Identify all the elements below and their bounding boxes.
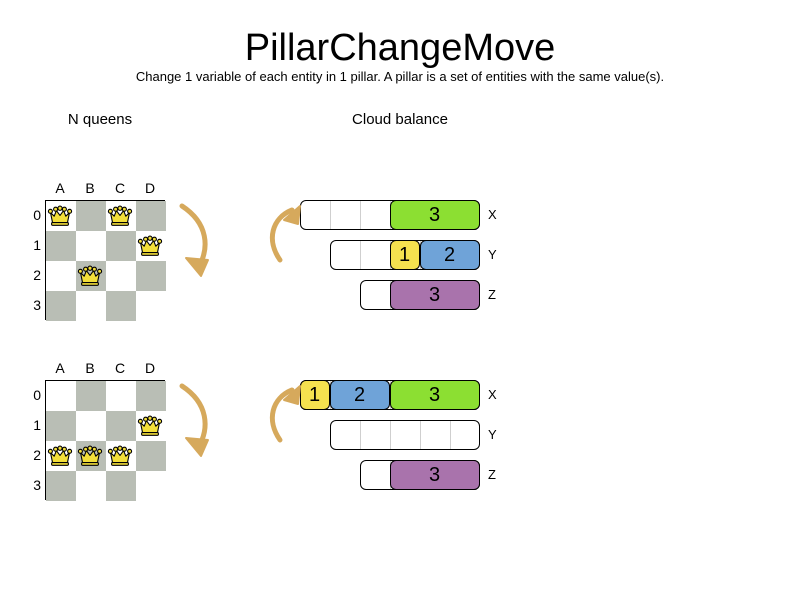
board-rank-label-3: 3 (33, 477, 41, 493)
cloud-computer-label-z: Z (488, 467, 496, 482)
cloud-process-block-3[interactable]: 3 (389, 199, 480, 230)
cloud-after-arrow-icon (268, 378, 310, 448)
cloud-process-block-2[interactable]: 2 (419, 239, 480, 270)
capacity-cell (361, 421, 391, 449)
cloud-computer-label-z: Z (488, 287, 496, 302)
cloud-computer-label-y: Y (488, 247, 497, 262)
cloud-computer-bar-y[interactable] (330, 420, 480, 450)
capacity-cell (331, 241, 361, 269)
board-square-D0[interactable] (136, 201, 166, 231)
board-square-A3[interactable] (46, 291, 76, 321)
capacity-cell (361, 241, 391, 269)
board-file-label-C: C (114, 180, 126, 196)
board-file-label-B: B (85, 180, 95, 196)
board-file-label-D: D (144, 180, 156, 196)
board-rank-label-2: 2 (33, 447, 41, 463)
board-square-B1[interactable] (76, 231, 106, 261)
board-square-D2[interactable] (136, 441, 166, 471)
board-file-label-C: C (114, 360, 126, 376)
board-file-label-D: D (144, 360, 156, 376)
board-file-label-A: A (55, 180, 65, 196)
cloud-before-arrow-icon (268, 198, 310, 268)
capacity-cell (331, 201, 361, 229)
board-rank-label-2: 2 (33, 267, 41, 283)
board-square-D3[interactable] (136, 471, 166, 501)
queen-icon-A0[interactable] (45, 200, 75, 230)
capacity-cell (421, 421, 451, 449)
board-square-A1[interactable] (46, 231, 76, 261)
board-square-B3[interactable] (76, 471, 106, 501)
queens-after-arrow-icon (168, 378, 218, 468)
cloud-computer-bar-z[interactable]: 3 (360, 279, 480, 310)
cloud-process-block-3[interactable]: 3 (389, 459, 480, 490)
board-square-A2[interactable] (46, 261, 76, 291)
queen-icon-D1[interactable] (135, 230, 165, 260)
board-square-B3[interactable] (76, 291, 106, 321)
capacity-cell (451, 421, 481, 449)
board-square-C3[interactable] (106, 291, 136, 321)
board-rank-label-0: 0 (33, 387, 41, 403)
board-square-A1[interactable] (46, 411, 76, 441)
board-rank-label-1: 1 (33, 237, 41, 253)
board-square-C0[interactable] (106, 381, 136, 411)
chessboard-grid (45, 380, 166, 501)
board-rank-label-3: 3 (33, 297, 41, 313)
chessboard-after: A B C D 0 1 2 3 (33, 360, 166, 501)
capacity-cell (361, 461, 391, 489)
queen-icon-A2[interactable] (45, 440, 75, 470)
cloud-process-block-3[interactable]: 3 (389, 379, 480, 410)
board-rank-label-1: 1 (33, 417, 41, 433)
capacity-cell (331, 421, 361, 449)
cloud-computer-bar-x[interactable]: 3 (300, 199, 480, 230)
board-rank-label-0: 0 (33, 207, 41, 223)
board-square-B0[interactable] (76, 381, 106, 411)
board-square-A0[interactable] (46, 381, 76, 411)
queen-icon-C2[interactable] (105, 440, 135, 470)
board-square-C1[interactable] (106, 231, 136, 261)
chessboard-before: A B C D 0 1 2 3 (33, 180, 166, 321)
page-subtitle: Change 1 variable of each entity in 1 pi… (135, 69, 665, 84)
cloud-computer-bar-z[interactable]: 3 (360, 459, 480, 490)
queens-before-arrow-icon (168, 198, 218, 288)
cloud-computer-label-x: X (488, 387, 497, 402)
cloud-process-block-1[interactable]: 1 (299, 379, 330, 410)
capacity-cell (361, 281, 391, 309)
queen-icon-B2[interactable] (75, 260, 105, 290)
capacity-cell (391, 421, 421, 449)
queen-icon-C0[interactable] (105, 200, 135, 230)
board-file-label-B: B (85, 360, 95, 376)
cloud-process-block-1[interactable]: 1 (389, 239, 420, 270)
board-square-D2[interactable] (136, 261, 166, 291)
cloud-computer-label-x: X (488, 207, 497, 222)
page-title: PillarChangeMove (244, 27, 556, 69)
board-square-C1[interactable] (106, 411, 136, 441)
board-file-label-A: A (55, 360, 65, 376)
cloud-process-block-2[interactable]: 2 (329, 379, 390, 410)
capacity-cell (361, 201, 391, 229)
queen-icon-D1[interactable] (135, 410, 165, 440)
cloud-process-block-3[interactable]: 3 (389, 279, 480, 310)
queen-icon-B2[interactable] (75, 440, 105, 470)
cloud-computer-label-y: Y (488, 427, 497, 442)
board-square-D3[interactable] (136, 291, 166, 321)
capacity-cell (301, 201, 331, 229)
section-heading-cloud-balance: Cloud balance (352, 111, 448, 128)
board-square-B0[interactable] (76, 201, 106, 231)
board-square-A3[interactable] (46, 471, 76, 501)
section-heading-n-queens: N queens (67, 111, 133, 128)
board-square-D0[interactable] (136, 381, 166, 411)
board-square-C3[interactable] (106, 471, 136, 501)
board-square-C2[interactable] (106, 261, 136, 291)
board-square-B1[interactable] (76, 411, 106, 441)
